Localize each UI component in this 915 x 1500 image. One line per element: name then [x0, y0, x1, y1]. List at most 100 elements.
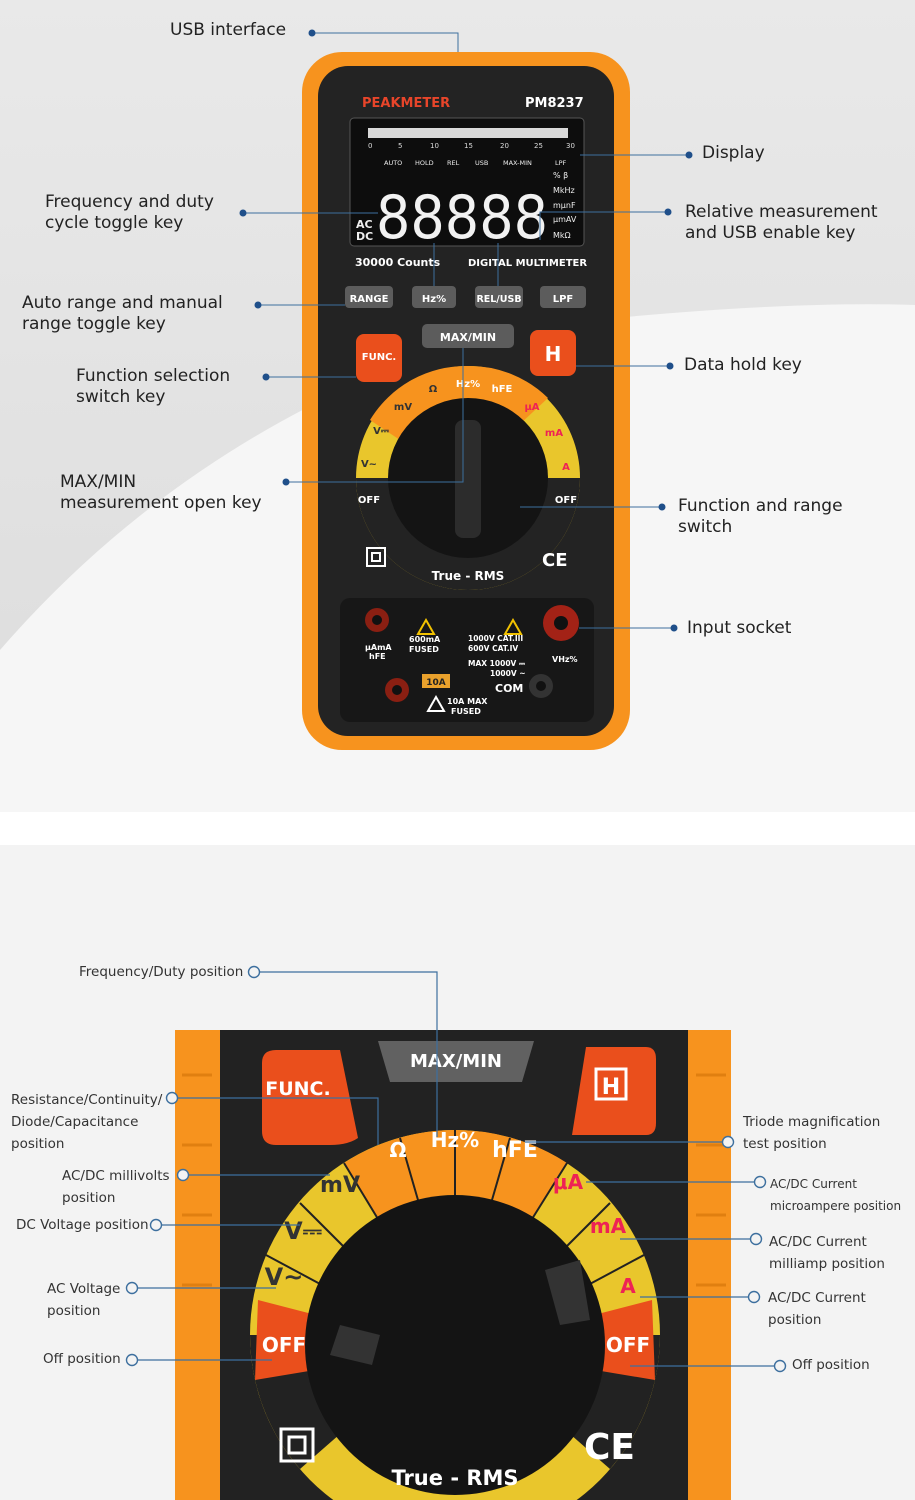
lcd-digits: 88888 [376, 183, 548, 253]
ua-ma-label: μAmA [365, 643, 392, 652]
svg-text:OFF: OFF [262, 1333, 306, 1357]
func-button[interactable]: FUNC. [356, 334, 402, 382]
multimeter-front-illustration: PEAKMETER PM8237 0 5 10 15 20 25 30 AUTO… [239, 29, 693, 750]
off-position-left-label: Off position [43, 1351, 121, 1367]
warning-icon [503, 617, 523, 635]
fuse-600-label: 600mA [409, 635, 441, 644]
svg-text:REL: REL [447, 159, 460, 167]
svg-text:% β: % β [553, 171, 568, 180]
double-insulation-icon [279, 1427, 315, 1463]
display-label: Display [702, 143, 765, 163]
input-socket-label: Input socket [687, 618, 792, 638]
lcd-status-tags: AUTO HOLD REL USB MAX-MIN LPF [384, 159, 567, 167]
svg-text:25: 25 [534, 142, 543, 150]
svg-text:20: 20 [500, 142, 509, 150]
rotary-dial[interactable] [356, 365, 580, 590]
warning-icon [426, 694, 446, 712]
data-hold-key-label: Data hold key [684, 355, 802, 375]
svg-text:H: H [602, 1075, 620, 1100]
auto-range-key-label: Auto range and manual range toggle key [22, 293, 223, 335]
svg-text:5: 5 [398, 142, 402, 150]
current-position-label: AC/DC Current position [768, 1290, 866, 1328]
svg-text:LPF: LPF [553, 294, 574, 305]
svg-text:Ω: Ω [389, 1138, 406, 1162]
svg-text:MAX-MIN: MAX-MIN [503, 159, 532, 167]
ce-mark: CE [542, 550, 568, 571]
milliamp-position-label: AC/DC Current milliamp position [769, 1234, 885, 1272]
svg-text:hFE: hFE [369, 652, 386, 661]
svg-text:V⎓: V⎓ [284, 1217, 322, 1245]
double-insulation-icon [366, 547, 386, 567]
svg-text:LPF: LPF [555, 159, 567, 167]
max-rating-label: MAX 1000V ⎓ [468, 659, 526, 668]
svg-text:MkΩ: MkΩ [553, 231, 571, 240]
v-hz-label: VHz% [552, 655, 578, 664]
svg-text:FUNC.: FUNC. [362, 352, 396, 363]
svg-text:USB: USB [475, 159, 488, 167]
lcd-analog-bar: 0 5 10 15 20 25 30 [368, 128, 575, 150]
svg-text:Hz%: Hz% [422, 294, 446, 305]
usb-interface-label: USB interface [170, 20, 287, 40]
lpf-button[interactable]: LPF [540, 286, 586, 308]
ce-mark: CE [584, 1427, 635, 1468]
svg-text:10: 10 [430, 142, 439, 150]
svg-text:A: A [620, 1274, 636, 1298]
svg-text:HOLD: HOLD [415, 159, 434, 167]
resistance-position-label: Resistance/Continuity/ Diode/Capacitance… [11, 1092, 163, 1152]
svg-text:Hz%: Hz% [456, 379, 480, 390]
dial-position-labels: OFF V~ V⎓ mV Ω Hz% hFE μA mA A OFF [262, 1128, 650, 1357]
rel-usb-button[interactable]: REL/USB [475, 286, 523, 308]
hold-button[interactable]: H [530, 330, 576, 376]
dc-voltage-position-label: DC Voltage position [16, 1217, 149, 1233]
maxmin-button[interactable]: MAX/MIN [422, 324, 514, 348]
dial-position-labels: OFF V~ V⎓ mV Ω Hz% hFE μA mA A OFF [358, 379, 577, 506]
maxmin-button[interactable]: MAX/MIN [378, 1041, 534, 1082]
svg-text:hFE: hFE [492, 384, 513, 395]
svg-text:H: H [545, 342, 562, 366]
svg-text:600V CAT.IV: 600V CAT.IV [468, 644, 518, 653]
svg-text:MAX/MIN: MAX/MIN [410, 1051, 502, 1072]
svg-text:μA: μA [553, 1170, 584, 1194]
10a-tag [422, 674, 450, 688]
svg-text:OFF: OFF [555, 495, 577, 506]
svg-text:Ω: Ω [429, 384, 438, 395]
fuse-10a-label: 10A MAX [447, 697, 488, 706]
millivolts-position-label: AC/DC millivolts position [62, 1168, 170, 1206]
microamp-position-label: AC/DC Current microampere position [770, 1177, 902, 1213]
svg-text:FUSED: FUSED [451, 707, 481, 716]
warning-icon [416, 617, 436, 635]
freq-duty-position-label: Frequency/Duty position [79, 964, 244, 980]
dial-closeup-illustration: MAX/MIN FUNC. H [125, 965, 787, 1500]
lcd-unit-labels: % β MkHz mμnF μmAV MkΩ [553, 171, 577, 240]
lcd-display [349, 117, 585, 247]
svg-text:RANGE: RANGE [350, 294, 389, 305]
cat-rating-label: 1000V CAT.III [468, 634, 523, 643]
svg-text:REL/USB: REL/USB [476, 294, 521, 305]
hz-duty-button[interactable]: Hz% [412, 286, 456, 308]
svg-text:mV: mV [394, 402, 412, 413]
svg-text:OFF: OFF [358, 495, 380, 506]
hold-button[interactable]: H [572, 1047, 656, 1135]
true-rms-label: True - RMS [432, 569, 505, 583]
bottom-leader-rings [125, 965, 787, 1373]
range-button[interactable]: RANGE [345, 286, 393, 308]
svg-text:30: 30 [566, 142, 575, 150]
svg-text:1000V ~: 1000V ~ [490, 669, 526, 678]
dial-detail-panel: MAX/MIN FUNC. H [0, 845, 915, 1500]
lcd-ac-indicator: AC [356, 218, 373, 231]
counts-label: 30000 Counts [355, 256, 441, 269]
svg-text:FUNC.: FUNC. [265, 1078, 330, 1100]
relative-usb-key-label: Relative measurement and USB enable key [685, 202, 878, 244]
top-leader-lines [243, 32, 689, 629]
svg-text:mμnF: mμnF [553, 201, 576, 210]
svg-text:mA: mA [545, 428, 563, 439]
svg-text:MkHz: MkHz [553, 186, 575, 195]
brand-logo: PEAKMETER [362, 96, 450, 111]
svg-text:MAX/MIN: MAX/MIN [440, 331, 496, 344]
svg-text:FUSED: FUSED [409, 645, 439, 654]
svg-text:V~: V~ [361, 459, 377, 470]
lcd-dc-indicator: DC [356, 230, 373, 243]
meter-type-label: DIGITAL MULTIMETER [468, 258, 587, 269]
maxmin-key-label: MAX/MIN measurement open key [60, 472, 262, 514]
com-label: COM [495, 682, 523, 695]
